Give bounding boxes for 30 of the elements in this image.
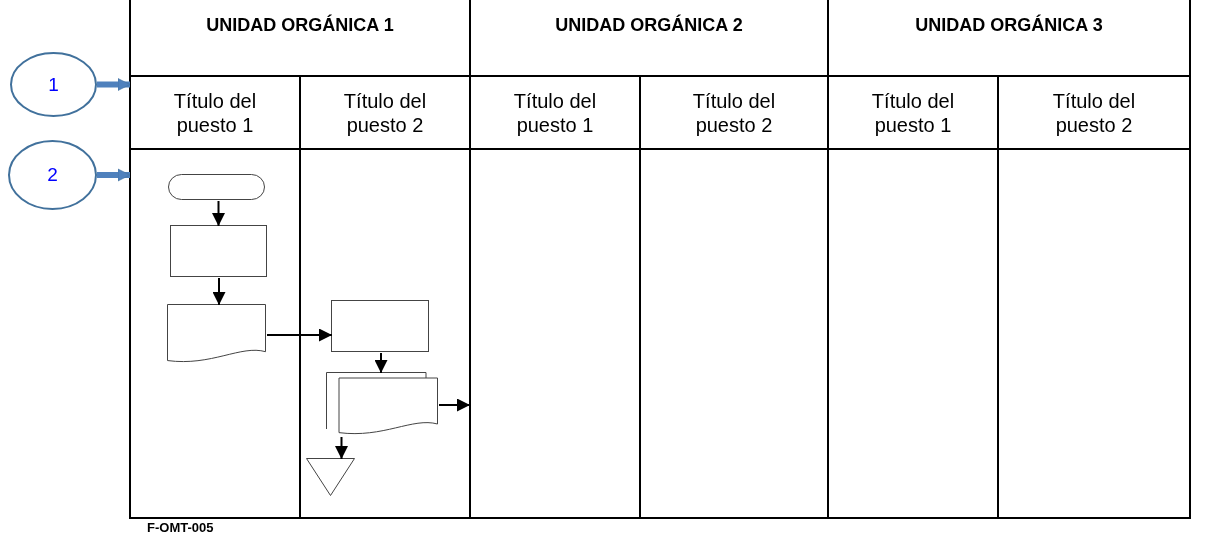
unit-heading: UNIDAD ORGÁNICA 3 (915, 15, 1103, 36)
position-title: Título del puesto 1 (172, 88, 258, 137)
process-box (170, 225, 267, 277)
position-title: Título del puesto 2 (342, 88, 428, 137)
block-arrow (97, 78, 131, 91)
storage-triangle (306, 458, 355, 496)
callout-circle (10, 52, 97, 117)
arrow (438, 398, 471, 412)
unit-heading: UNIDAD ORGÁNICA 2 (555, 15, 743, 36)
position-title: Título del puesto 2 (1051, 88, 1137, 137)
arrow (374, 352, 388, 374)
position-title: Título del puesto 1 (512, 88, 598, 137)
swimlane (129, 148, 301, 519)
arrow (212, 200, 225, 227)
arrow (212, 277, 226, 306)
process-box (331, 300, 429, 352)
terminator-shape (168, 174, 265, 200)
block-arrow (97, 168, 131, 182)
callout-number: 2 (47, 164, 58, 186)
callout-number: 1 (48, 73, 59, 96)
document-shape (167, 304, 266, 364)
unit-heading: UNIDAD ORGÁNICA 1 (206, 15, 394, 36)
callout-circle (8, 140, 97, 210)
arrow (266, 328, 333, 342)
position-title: Título del puesto 1 (870, 88, 956, 137)
arrow (335, 436, 348, 460)
position-title: Título del puesto 2 (691, 88, 777, 137)
swimlane (997, 148, 1191, 519)
multi-document-shape (326, 372, 438, 436)
form-code: F-OMT-005 (147, 520, 214, 535)
